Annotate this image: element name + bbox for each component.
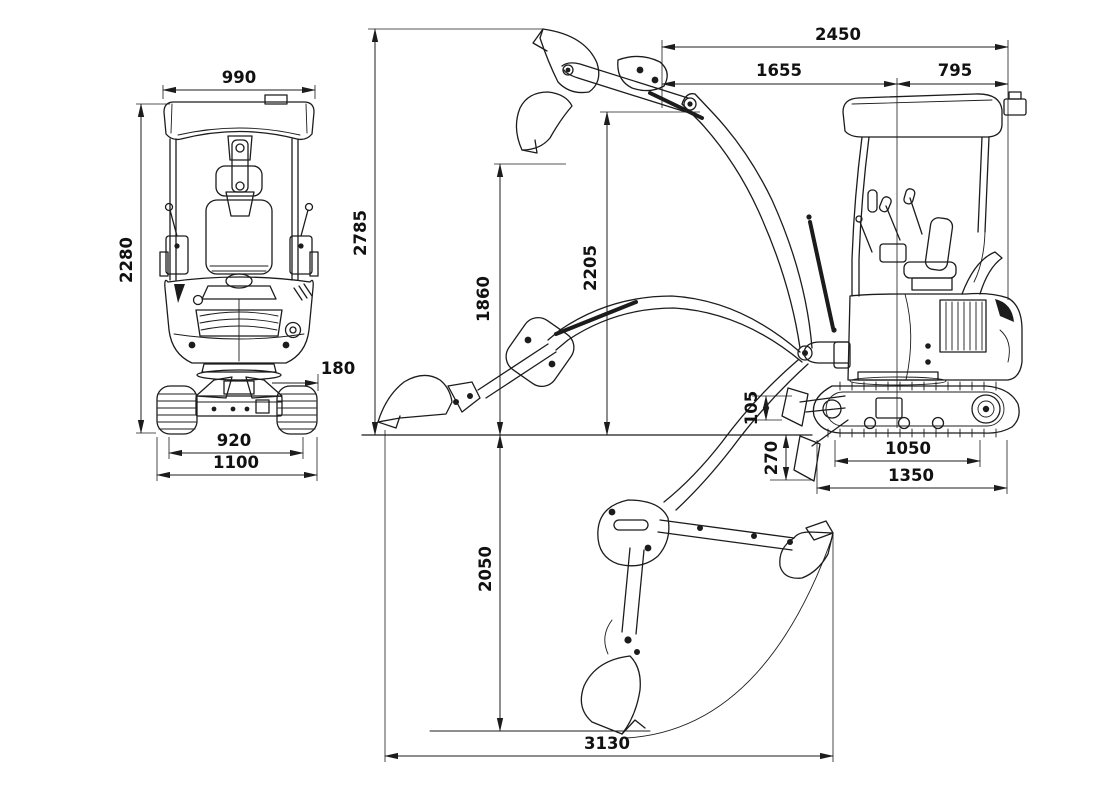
front-overall-width-label: 1100	[213, 453, 259, 472]
side-wheelbase-label: 1050	[885, 439, 931, 458]
front-view: 990 2280 180 920 1100	[117, 68, 355, 481]
side-upper-rear-label: 795	[938, 61, 972, 80]
side-blade-up-label: 105	[742, 391, 761, 425]
side-dig-depth-label: 2050	[476, 546, 495, 592]
front-canopy-width-label: 990	[222, 68, 256, 87]
front-track-gauge-label: 920	[217, 431, 251, 450]
side-boom-height-label: 2205	[581, 245, 600, 291]
front-view-dimensions: 990 2280 180 920 1100	[117, 68, 355, 481]
front-offset-label: 180	[321, 359, 355, 378]
side-blade-down-label: 270	[762, 441, 781, 475]
side-view-dimensions: 2785 2450 1655 795 1860 2205 105	[351, 25, 1009, 762]
side-max-height-label: 2785	[351, 210, 370, 256]
bucket-arc	[625, 534, 834, 739]
side-reach-label: 3130	[584, 734, 630, 753]
side-track-length-label: 1350	[888, 466, 934, 485]
side-upper-length-label: 2450	[815, 25, 861, 44]
front-view-machine-art	[156, 94, 319, 435]
front-overall-height-label: 2280	[117, 237, 136, 283]
side-view-machine-art	[361, 28, 1027, 739]
side-view: 2785 2450 1655 795 1860 2205 105	[351, 25, 1027, 762]
side-mid-height-label: 1860	[474, 276, 493, 322]
side-upper-front-label: 1655	[756, 61, 802, 80]
